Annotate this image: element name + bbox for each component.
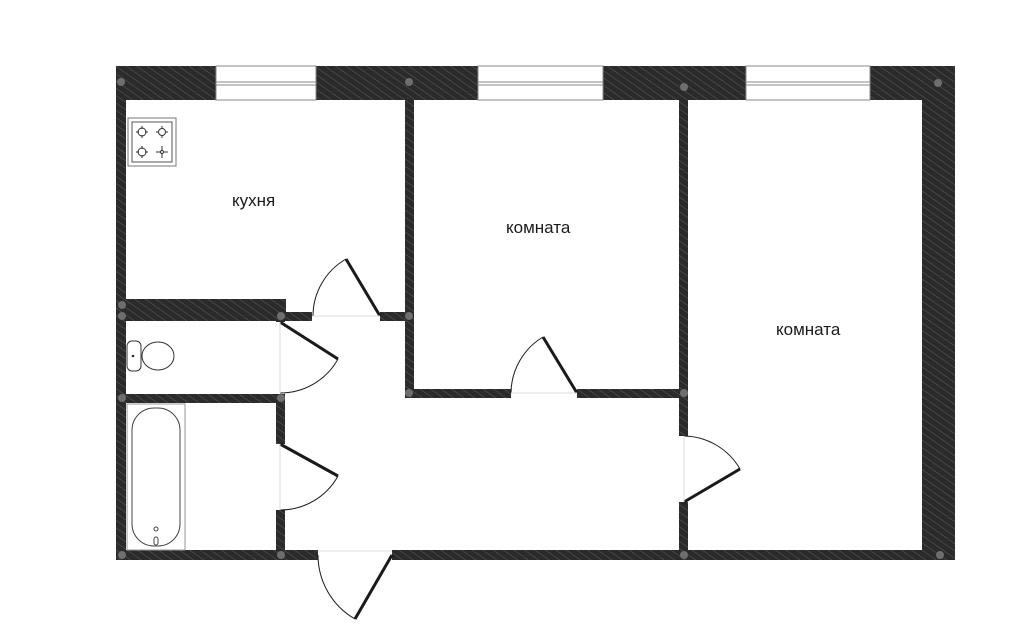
door-room2 (683, 435, 741, 504)
interior-walls (126, 100, 688, 552)
door-bath (279, 442, 339, 511)
stove-icon (127, 117, 177, 167)
window-kitchen (215, 65, 317, 101)
door-entrance (317, 550, 394, 620)
toilet-icon (126, 340, 175, 372)
room-label-room1: комната (506, 218, 571, 237)
windows (215, 65, 871, 101)
doors (279, 258, 741, 620)
window-room1 (477, 65, 604, 101)
columns (117, 78, 944, 559)
room-label-kitchen: кухня (232, 191, 275, 210)
door-room1 (510, 336, 579, 394)
window-room2 (745, 65, 871, 101)
room-label-room2: комната (776, 320, 841, 339)
door-kitchen (312, 258, 382, 317)
door-wc (279, 320, 339, 394)
bathtub-icon (126, 403, 186, 551)
